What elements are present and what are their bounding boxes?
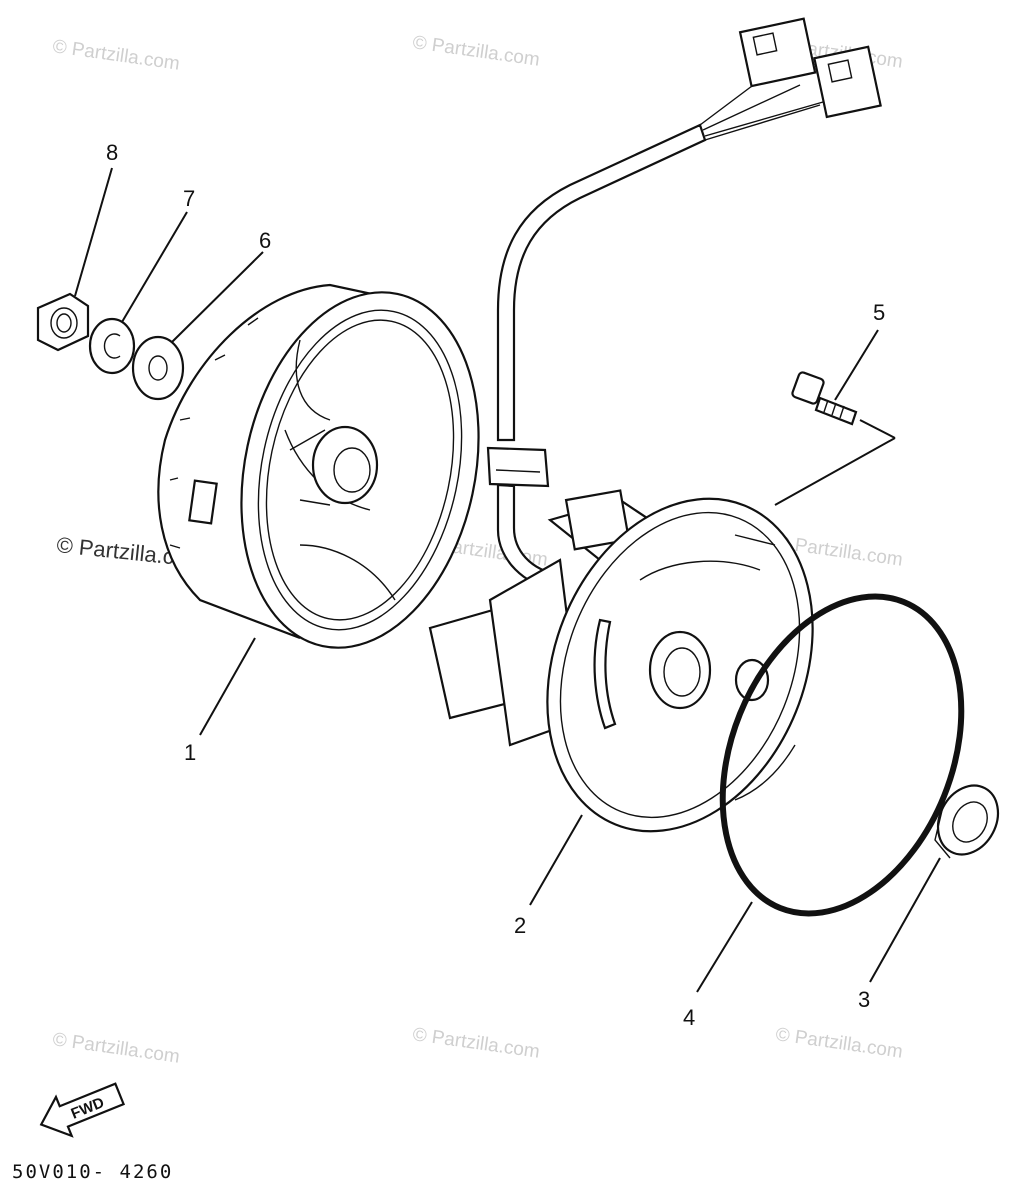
- wire-harness: [486, 17, 882, 592]
- nut-part-8: [36, 292, 90, 352]
- watermark: © Partzilla.com: [411, 32, 541, 71]
- callout-6: 6: [259, 228, 271, 253]
- callout-8: 8: [106, 140, 118, 165]
- fwd-arrow: FWD: [39, 1082, 126, 1138]
- callout-5: 5: [873, 300, 885, 325]
- callout-labels: 1 2 3 4 5 6 7 8: [106, 140, 885, 1030]
- callout-7: 7: [183, 186, 195, 211]
- stator-part-2: [428, 489, 814, 833]
- callout-4: 4: [683, 1005, 695, 1030]
- watermark: © Partzilla.com: [774, 1024, 904, 1063]
- callout-3: 3: [858, 987, 870, 1012]
- watermark: © Partzilla.com: [411, 1024, 541, 1063]
- screw-part-5: [791, 371, 858, 426]
- oil-seal-part-3: [934, 784, 1000, 859]
- diagram-code: 50V010- 4260: [12, 1161, 173, 1183]
- watermark: © Partzilla.com: [51, 1029, 181, 1068]
- callout-1: 1: [184, 740, 196, 765]
- leader-lines: [74, 167, 941, 993]
- lock-washer-part-7: [88, 317, 136, 375]
- watermark: © Partzilla.com: [51, 36, 181, 75]
- callout-2: 2: [514, 913, 526, 938]
- washer-part-6: [131, 335, 185, 401]
- rotor-part-1: [157, 283, 480, 649]
- o-ring-part-4: [719, 593, 965, 917]
